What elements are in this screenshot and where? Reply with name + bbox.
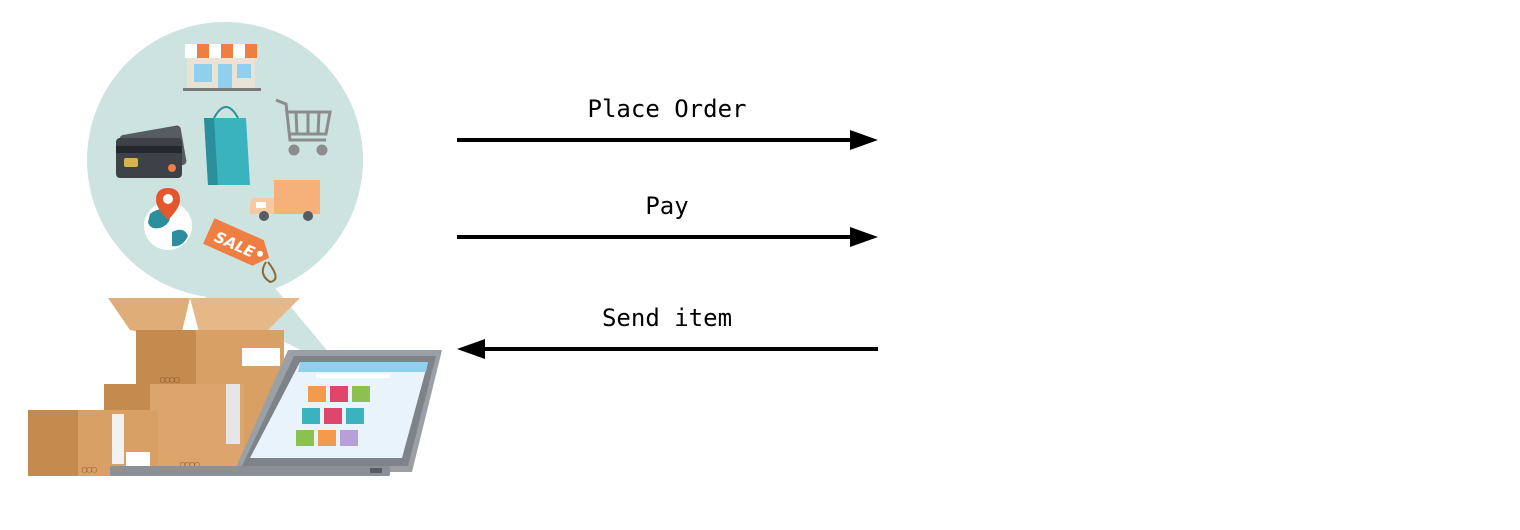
store-icon <box>183 44 261 91</box>
laptop <box>110 350 442 476</box>
arrow-place-order <box>457 130 878 150</box>
svg-text:▢▢▢: ▢▢▢ <box>82 465 97 474</box>
cardboard-boxes: ▢▢▢▢ ▢▢▢▢ ▢▢▢ <box>28 298 300 476</box>
label-send-item: Send item <box>601 304 733 332</box>
globe-location-icon <box>144 188 192 250</box>
delivery-truck-icon <box>250 180 320 221</box>
label-pay: Pay <box>645 192 689 220</box>
arrow-send-item <box>457 339 878 359</box>
svg-text:▢▢▢▢: ▢▢▢▢ <box>160 375 179 384</box>
shopping-cart-icon <box>275 98 332 156</box>
svg-text:▢▢▢▢: ▢▢▢▢ <box>180 460 199 469</box>
shopping-bag-icon <box>204 106 250 185</box>
label-place-order: Place Order <box>587 95 747 123</box>
online-shopping-illustration: SALE ▢▢▢▢ ▢▢▢▢ ▢▢▢ <box>28 22 442 476</box>
arrow-pay <box>457 227 878 247</box>
credit-cards-icon <box>116 125 187 178</box>
